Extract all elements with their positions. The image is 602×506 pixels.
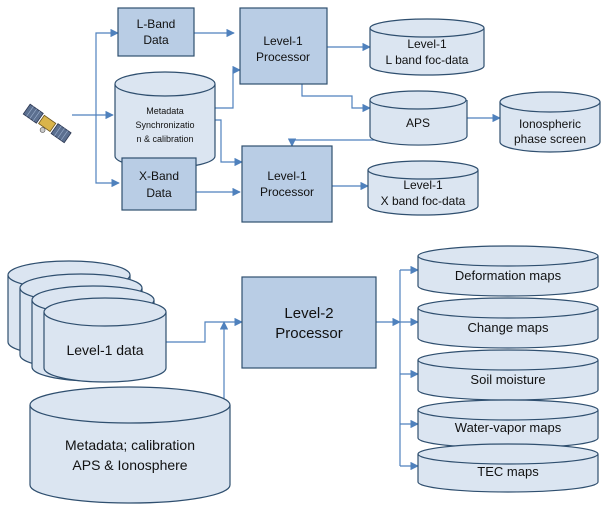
metadata-sync-label-3: n & calibration — [136, 134, 193, 144]
output-water-vapor-maps: Water-vapor maps — [417, 399, 599, 449]
level1-data-cylinder: Level-1 data — [43, 297, 167, 383]
satellite-icon — [22, 103, 72, 144]
output-label: Deformation maps — [455, 268, 562, 283]
level2-processor-label-2: Processor — [275, 325, 343, 342]
xband-foc-label-1: Level-1 — [403, 178, 443, 192]
lband-foc-cylinder: Level-1 L band foc-data — [369, 18, 485, 76]
lband-foc-label-1: Level-1 — [407, 37, 447, 51]
output-deformation-maps: Deformation maps — [417, 245, 599, 297]
metadata-calibration-label-1: Metadata; calibration — [65, 437, 195, 453]
output-tec-maps: TEC maps — [417, 443, 599, 493]
lband-foc-label-2: L band foc-data — [386, 53, 469, 67]
aps-label: APS — [406, 116, 430, 130]
xband-data-label-2: Data — [146, 186, 172, 200]
level1-processor-bottom: Level-1 Processor — [241, 145, 333, 223]
lband-data-box: L-Band Data — [117, 7, 195, 57]
output-soil-moisture: Soil moisture — [417, 349, 599, 401]
level1-processor-bottom-label-2: Processor — [260, 185, 314, 199]
output-change-maps: Change maps — [417, 297, 599, 349]
xband-data-label-1: X-Band — [139, 169, 179, 183]
output-label: Water-vapor maps — [455, 420, 562, 435]
lband-data-label-1: L-Band — [137, 17, 176, 31]
output-label: Soil moisture — [470, 372, 545, 387]
xband-foc-cylinder: Level-1 X band foc-data — [367, 160, 479, 216]
level1-data-label: Level-1 data — [66, 342, 143, 358]
xband-foc-label-2: X band foc-data — [381, 194, 466, 208]
xband-data-box: X-Band Data — [121, 157, 197, 211]
ionospheric-cylinder: Ionospheric phase screen — [499, 91, 601, 153]
metadata-calibration-cylinder: Metadata; calibration APS & Ionosphere — [29, 386, 231, 504]
metadata-sync-label-2: Synchronizatio — [135, 120, 194, 130]
level1-processor-top-label-2: Processor — [256, 50, 310, 64]
output-label: Change maps — [468, 320, 549, 335]
ionospheric-label-1: Ionospheric — [519, 117, 581, 131]
lband-data-label-2: Data — [143, 33, 169, 47]
metadata-sync-label-1: Metadata — [146, 106, 184, 116]
ionospheric-label-2: phase screen — [514, 132, 586, 146]
level1-data-stack: Level-1 data — [7, 260, 167, 383]
level2-processor: Level-2 Processor — [241, 276, 377, 369]
output-label: TEC maps — [477, 464, 539, 479]
aps-cylinder: APS — [369, 90, 468, 146]
metadata-sync-cylinder: Metadata Synchronizatio n & calibration — [114, 71, 216, 169]
metadata-calibration-label-2: APS & Ionosphere — [72, 457, 187, 473]
level1-processor-top-label-1: Level-1 — [263, 34, 303, 48]
level1-processor-bottom-label-1: Level-1 — [267, 169, 307, 183]
level1-processor-top: Level-1 Processor — [239, 7, 328, 85]
level2-processor-label-1: Level-2 — [284, 305, 333, 322]
